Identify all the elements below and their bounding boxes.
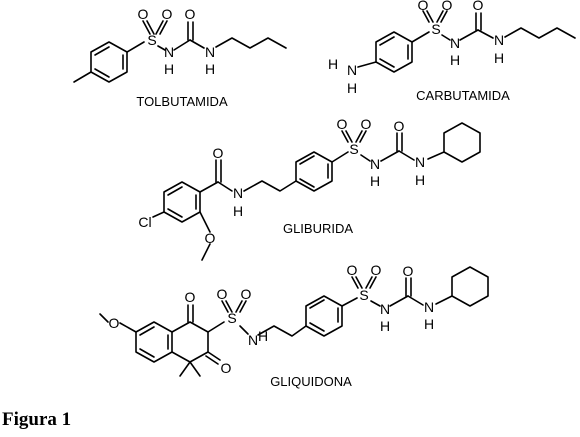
- atom-label: O: [361, 116, 372, 132]
- atom-label: O: [185, 289, 196, 305]
- atom-label: O: [217, 286, 228, 302]
- atom-label: O: [109, 315, 120, 331]
- atom-label: S: [359, 287, 368, 303]
- molecule-name-carbutamida: CARBUTAMIDA: [416, 88, 510, 103]
- atom-label: S: [227, 310, 236, 326]
- atom-label: O: [347, 262, 358, 278]
- atom-label: O: [418, 0, 429, 13]
- atom-label: O: [213, 145, 224, 161]
- atom-label: O: [394, 118, 405, 134]
- atom-label: H: [258, 328, 268, 344]
- atom-label: N: [347, 62, 357, 78]
- atom-label: O: [162, 6, 173, 22]
- atom-label: N: [164, 44, 174, 60]
- atom-label: N: [424, 299, 434, 315]
- atom-label: O: [185, 6, 196, 22]
- atom-label: O: [403, 263, 414, 279]
- atom-label: N: [380, 301, 390, 317]
- atom-label: O: [138, 6, 149, 22]
- atom-label: H: [450, 52, 460, 68]
- atom-label: O: [221, 360, 232, 376]
- atom-label: N: [233, 185, 243, 201]
- atom-label: S: [431, 21, 440, 37]
- atom-label: N: [370, 156, 380, 172]
- atom-label: S: [349, 141, 358, 157]
- atom-label: O: [337, 116, 348, 132]
- molecule-tolbutamida: [73, 20, 287, 83]
- molecule-gliquidona: [99, 266, 489, 377]
- atom-label: N: [450, 35, 460, 51]
- atom-label: N: [205, 44, 215, 60]
- atom-label: H: [347, 80, 357, 96]
- figure-caption: Figura 1: [2, 409, 72, 430]
- atom-label: H: [205, 61, 215, 77]
- molecule-name-gliburida: GLIBURIDA: [283, 221, 353, 236]
- molecule-name-tolbutamida: TOLBUTAMIDA: [136, 94, 228, 109]
- atom-label: O: [205, 230, 216, 246]
- atom-label: H: [233, 203, 243, 219]
- atom-label: H: [380, 318, 390, 334]
- atom-label: N: [415, 154, 425, 170]
- molecule-name-gliquidona: GLIQUIDONA: [270, 374, 352, 389]
- atom-label: N: [494, 32, 504, 48]
- atom-label: S: [147, 32, 156, 48]
- atom-label: H: [415, 172, 425, 188]
- atom-label: O: [442, 0, 453, 13]
- atom-label: O: [241, 286, 252, 302]
- molecule-carbutamida: [357, 10, 576, 73]
- atom-label: H: [370, 173, 380, 189]
- atom-label: H: [494, 50, 504, 66]
- molecule-gliburida: [152, 122, 481, 261]
- atom-label: H: [424, 316, 434, 332]
- atom-label: O: [473, 0, 484, 13]
- atom-label: O: [371, 262, 382, 278]
- atom-label: H: [164, 61, 174, 77]
- atom-label: H: [328, 56, 338, 72]
- atom-label: N: [248, 332, 258, 348]
- atom-label: Cl: [138, 214, 151, 230]
